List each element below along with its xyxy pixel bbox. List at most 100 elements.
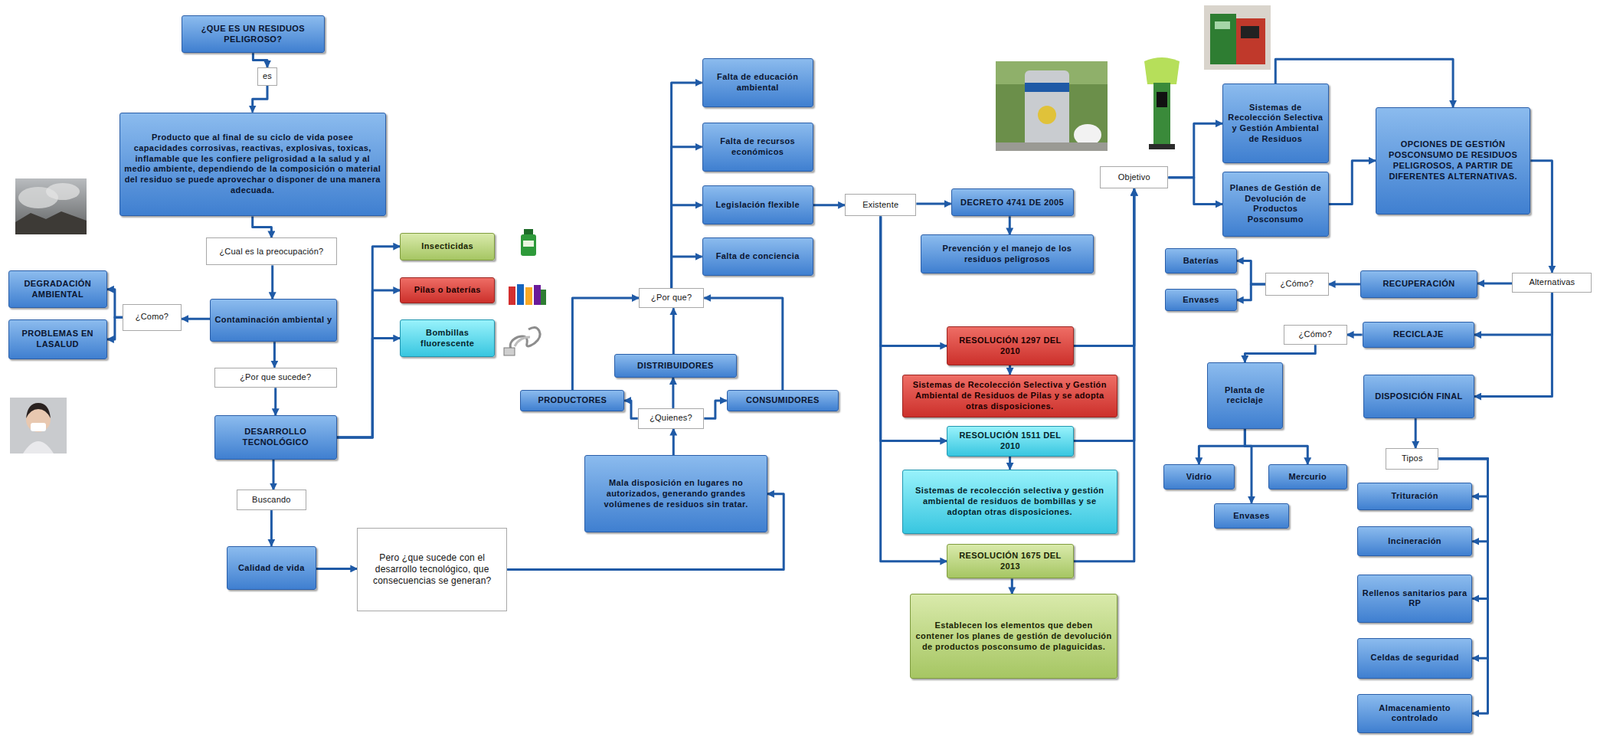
node-text: Sistemas de recolección selectiva y gest… bbox=[906, 485, 1113, 517]
node-text: Alternativas bbox=[1515, 277, 1588, 288]
node-text: ¿Cual es la preocupación? bbox=[209, 246, 334, 258]
connector-arrow bbox=[671, 205, 703, 288]
connector-arrow bbox=[624, 400, 638, 419]
node-text: Falta de recursos económicos bbox=[706, 136, 809, 158]
node-text: Celdas de seguridad bbox=[1361, 652, 1469, 664]
concept-box: Rellenos sanitarios para RP bbox=[1357, 574, 1473, 623]
connector-arrow bbox=[271, 265, 274, 299]
concept-box: Planta de reciclaje bbox=[1207, 362, 1283, 429]
question-label: Pero ¿que sucede con el desarrollo tecno… bbox=[356, 527, 508, 612]
connector-arrow bbox=[671, 256, 703, 288]
node-text: DEGRADACIÓN AMBIENTAL bbox=[13, 278, 103, 301]
concept-box: Sistemas de Recolección Selectiva y Gest… bbox=[1222, 83, 1329, 164]
node-text: Sistemas de Recolección Selectiva y Gest… bbox=[1226, 102, 1325, 145]
concept-box: Mala disposición en lugares no autorizad… bbox=[584, 454, 767, 533]
node-text: Falta de educación ambiental bbox=[706, 71, 809, 94]
concept-box: RECUPERACIÓN bbox=[1360, 270, 1478, 298]
concept-box: RESOLUCIÓN 1675 DEL 2013 bbox=[946, 543, 1074, 579]
node-text: DECRETO 4741 DE 2005 bbox=[955, 197, 1070, 209]
node-text: Pilas o baterías bbox=[404, 284, 491, 296]
connector-arrow bbox=[252, 85, 268, 113]
node-text: Legislación flexible bbox=[706, 199, 809, 211]
node-text: RECICLAJE bbox=[1367, 329, 1471, 341]
connector-arrow bbox=[672, 307, 675, 354]
connector-arrow bbox=[337, 290, 401, 438]
connector-arrow bbox=[181, 317, 210, 321]
concept-box: Contaminación ambiental y bbox=[209, 298, 337, 342]
concept-box: OPCIONES DE GESTIÓN POSCONSUMO DE RESIDU… bbox=[1375, 107, 1532, 215]
concept-box: DISTRIBUIDORES bbox=[614, 353, 737, 378]
node-text: Mala disposición en lugares no autorizad… bbox=[588, 477, 763, 510]
concept-box: RESOLUCIÓN 1297 DEL 2010 bbox=[946, 326, 1074, 366]
smoke-photo bbox=[15, 178, 87, 235]
node-text: RESOLUCIÓN 1511 DEL 2010 bbox=[951, 430, 1069, 452]
node-text: ¿Cómo? bbox=[1287, 329, 1344, 341]
concept-box: Envases bbox=[1164, 288, 1237, 311]
connector-arrow bbox=[671, 147, 703, 288]
connector-arrow bbox=[1244, 344, 1316, 363]
connector-arrow bbox=[813, 203, 845, 207]
node-text: DESARROLLO TECNOLÓGICO bbox=[219, 426, 333, 449]
question-label: ¿Quienes? bbox=[638, 408, 705, 429]
question-label: ¿Por que? bbox=[638, 287, 704, 309]
connector-arrow bbox=[1008, 456, 1012, 470]
question-label: Buscando bbox=[236, 489, 307, 511]
node-text: ¿Como? bbox=[126, 311, 178, 323]
concept-box: DESARROLLO TECNOLÓGICO bbox=[214, 415, 338, 459]
node-text: Falta de conciencia bbox=[706, 251, 809, 262]
node-text: Mercurio bbox=[1272, 471, 1343, 483]
spray-can-icon bbox=[520, 229, 537, 256]
node-text: Tipos bbox=[1389, 453, 1435, 465]
node-text: ¿Cómo? bbox=[1269, 278, 1326, 290]
connector-arrow bbox=[337, 338, 401, 438]
connector-arrow bbox=[1011, 578, 1014, 594]
concept-box: Insecticidas bbox=[399, 232, 495, 261]
connector-arrow bbox=[671, 377, 675, 409]
concept-box: Celdas de seguridad bbox=[1357, 638, 1473, 679]
node-text: Establecen los elementos que deben conte… bbox=[914, 620, 1113, 652]
connector-arrow bbox=[316, 567, 357, 570]
connector-arrow bbox=[671, 82, 703, 288]
connector-arrow bbox=[1474, 292, 1552, 396]
node-text: Buscando bbox=[240, 494, 303, 506]
node-text: Pero ¿que sucede con el desarrollo tecno… bbox=[360, 552, 504, 587]
question-label: Existente bbox=[844, 193, 917, 216]
battery-collector-photo bbox=[1139, 55, 1185, 151]
node-text: ¿QUE ES UN RESIDUOS PELIGROSO? bbox=[186, 23, 321, 46]
question-label: ¿Cómo? bbox=[1283, 324, 1348, 346]
node-text: Rellenos sanitarios para RP bbox=[1361, 588, 1469, 610]
node-text: Objetivo bbox=[1103, 172, 1165, 184]
question-label: Objetivo bbox=[1099, 166, 1169, 189]
question-label: Tipos bbox=[1385, 448, 1439, 470]
concept-box: Baterías bbox=[1164, 248, 1237, 274]
concept-box: Planes de Gestión de Devolución de Produ… bbox=[1222, 171, 1329, 237]
node-text: PRODUCTORES bbox=[524, 395, 620, 406]
node-text: Trituración bbox=[1361, 490, 1469, 502]
connector-arrow bbox=[1168, 123, 1223, 178]
concept-box: Envases bbox=[1213, 503, 1289, 529]
connector-arrow bbox=[107, 317, 123, 340]
node-text: RESOLUCIÓN 1297 DEL 2010 bbox=[951, 335, 1069, 357]
concept-box: DISPOSICIÓN FINAL bbox=[1363, 374, 1475, 419]
concept-box: Sistemas de Recolección Selectiva y Gest… bbox=[902, 374, 1118, 418]
node-text: Producto que al final de su ciclo de vid… bbox=[124, 132, 382, 197]
node-text: Almacenamiento controlado bbox=[1361, 703, 1469, 725]
connector-arrow bbox=[270, 510, 273, 547]
node-text: CONSUMIDORES bbox=[731, 395, 835, 406]
concept-box: Falta de educación ambiental bbox=[702, 58, 814, 108]
node-text: OPCIONES DE GESTIÓN POSCONSUMO DE RESIDU… bbox=[1380, 139, 1527, 182]
connector-arrow bbox=[672, 428, 675, 456]
concept-box: PROBLEMAS EN LASALUD bbox=[8, 319, 108, 360]
connector-arrow bbox=[274, 387, 277, 416]
mask-person-photo bbox=[9, 397, 67, 454]
node-text: Incineración bbox=[1361, 536, 1469, 547]
node-text: ¿Por que? bbox=[642, 292, 701, 304]
question-label: ¿Cómo? bbox=[1265, 272, 1329, 297]
connector-arrow bbox=[273, 341, 276, 367]
question-label: ¿Cual es la preocupación? bbox=[206, 237, 338, 266]
connector-arrow bbox=[1008, 365, 1012, 375]
concept-box: DEGRADACIÓN AMBIENTAL bbox=[8, 270, 108, 308]
node-text: ¿Por que sucede? bbox=[218, 372, 334, 383]
fluorescent-bulb-icon bbox=[503, 327, 540, 356]
